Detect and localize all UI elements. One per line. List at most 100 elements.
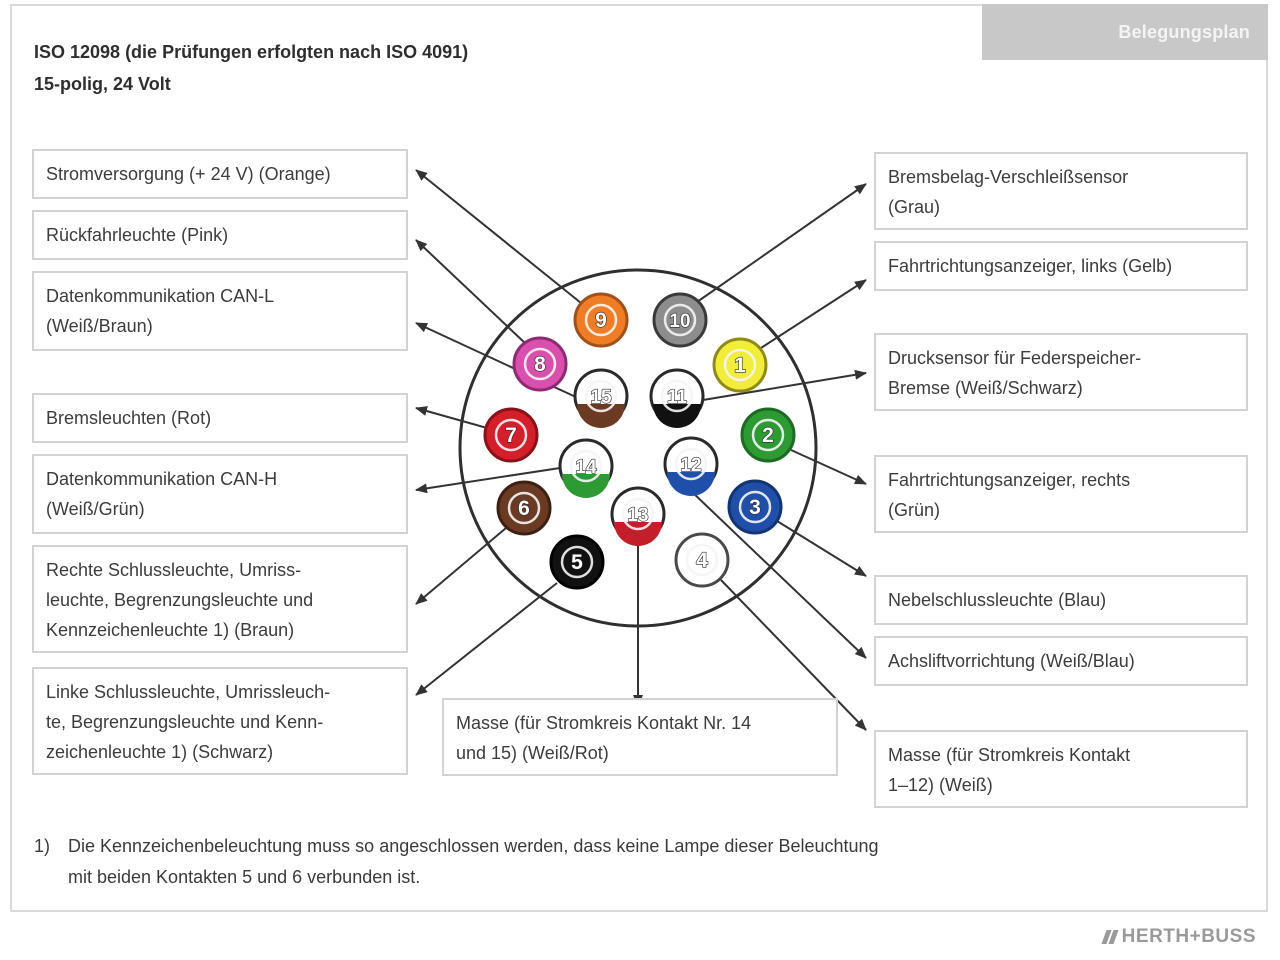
pin-7-socket (494, 418, 528, 452)
pin-8-number: 8 (534, 353, 546, 376)
label-box-pin8: Rückfahrleuchte (Pink) (32, 210, 408, 260)
label-pin6: Rechte Schlussleuchte, Umriss- leuchte, … (46, 560, 314, 640)
pin-10: 10 (652, 292, 708, 348)
pin-2-body (740, 407, 796, 463)
pin-11: 11 (649, 368, 705, 428)
leader-line-pin6 (415, 527, 507, 605)
label-box-pin7: Bremsleuchten (Rot) (32, 393, 408, 443)
brand-name: HERTH+BUSS (1121, 926, 1256, 947)
pin-9-number: 9 (595, 309, 607, 332)
footnote-number: 1) (34, 836, 51, 856)
pin-15-stripe (577, 404, 625, 428)
pin-4: 4 (674, 532, 730, 588)
label-pin14: Datenkommunikation CAN-H (Weiß/Grün) (46, 469, 278, 519)
pin-1-body (712, 337, 768, 393)
pin-12-number: 12 (680, 455, 701, 476)
label-pin10: Bremsbelag-Verschleißsensor (Grau) (888, 167, 1129, 217)
pin-11-socket (660, 379, 694, 413)
pin-11-number: 11 (667, 387, 688, 408)
leader-line-pin9 (415, 169, 582, 304)
label-pin8: Rückfahrleuchte (Pink) (46, 225, 229, 245)
pin-6: 6 (496, 480, 552, 536)
brand-logo: HERTH+BUSS (1102, 926, 1256, 948)
label-pin11: Drucksensor für Federspeicher- Bremse (W… (888, 348, 1142, 398)
leader-line-pin1 (760, 279, 867, 349)
label-box-pin10: Bremsbelag-Verschleißsensor (Grau) (874, 152, 1248, 230)
leader-line-pin5 (415, 582, 558, 696)
pin-14-number: 14 (575, 457, 597, 478)
pin-8: 8 (512, 336, 568, 392)
pin-15-number: 15 (590, 387, 612, 408)
pin-7-body (483, 407, 539, 463)
label-pin5: Linke Schlussleuchte, Umrissleuch- te, B… (46, 682, 331, 762)
leader-line-pin11 (702, 369, 867, 401)
leader-line-pin10 (696, 183, 867, 303)
label-box-pin9: Stromversorgung (+ 24 V) (Orange) (32, 149, 408, 199)
label-pin7: Bremsleuchten (Rot) (46, 408, 212, 428)
leader-line-pin7 (415, 406, 488, 429)
brand-mark-icon (1102, 930, 1118, 944)
pin-13: 13 (610, 486, 666, 546)
leader-line-pin8 (415, 239, 527, 345)
label-box-pin3: Nebelschlussleuchte (Blau) (874, 575, 1248, 625)
pin-11-stripe (653, 404, 701, 428)
spec-heading: 15-polig, 24 Volt (34, 74, 171, 94)
leader-line-pin3 (776, 520, 867, 577)
label-pin4: Masse (für Stromkreis Kontakt 1–12) (Wei… (888, 745, 1131, 795)
pin-15: 15 (573, 368, 629, 428)
label-box-pin13: Masse (für Stromkreis Kontakt Nr. 14 und… (442, 698, 838, 776)
pin-5-body (549, 534, 605, 590)
pin-6-socket (507, 491, 541, 525)
pin-7: 7 (483, 407, 539, 463)
pin-3-body (727, 479, 783, 535)
leader-lines (415, 169, 867, 731)
pin-13-stripe (614, 522, 662, 546)
pin-10-body (652, 292, 708, 348)
pin-13-number: 13 (627, 505, 648, 526)
label-pin15: Datenkommunikation CAN-L (Weiß/Braun) (46, 286, 275, 336)
label-box-pin4: Masse (für Stromkreis Kontakt 1–12) (Wei… (874, 730, 1248, 808)
pin-5-number: 5 (571, 551, 583, 574)
leader-line-pin12 (690, 490, 867, 659)
pin-14-socket (569, 449, 603, 483)
pin-9-body (573, 292, 629, 348)
pin-8-body (512, 336, 568, 392)
label-box-pin1: Fahrtrichtungsanzeiger, links (Gelb) (874, 241, 1248, 291)
pin-1-socket (723, 348, 757, 382)
pin-2-number: 2 (762, 424, 774, 447)
label-box-pin11: Drucksensor für Federspeicher- Bremse (W… (874, 333, 1248, 411)
pin-3-socket (738, 490, 772, 524)
pin-9-socket (584, 303, 618, 337)
section-tab: Belegungsplan (982, 4, 1268, 60)
pin-14-stripe (562, 474, 610, 498)
pin-2-socket (751, 418, 785, 452)
pin-4-number: 4 (696, 549, 708, 572)
label-box-pin15: Datenkommunikation CAN-L (Weiß/Braun) (32, 271, 408, 351)
leader-line-pin4 (720, 579, 867, 731)
leader-line-pin2 (790, 449, 867, 485)
label-box-pin6: Rechte Schlussleuchte, Umriss- leuchte, … (32, 545, 408, 653)
pin-12-socket (674, 447, 708, 481)
pin-14: 14 (558, 438, 614, 498)
pin-8-socket (523, 347, 557, 381)
leader-line-pin14 (415, 467, 561, 494)
pin-13-socket (621, 497, 655, 531)
label-pin12: Achsliftvorrichtung (Weiß/Blau) (888, 651, 1135, 671)
standard-heading: ISO 12098 (die Prüfungen erfolgten nach … (34, 42, 469, 62)
pin-12-stripe (667, 472, 715, 496)
pin-15-socket (584, 379, 618, 413)
pin-5-socket (560, 545, 594, 579)
pin-9: 9 (573, 292, 629, 348)
label-box-pin12: Achsliftvorrichtung (Weiß/Blau) (874, 636, 1248, 686)
label-box-pin5: Linke Schlussleuchte, Umrissleuch- te, B… (32, 667, 408, 775)
pin-7-number: 7 (505, 424, 517, 447)
label-pin3: Nebelschlussleuchte (Blau) (888, 590, 1107, 610)
pin-3-number: 3 (749, 496, 761, 519)
pin-6-number: 6 (518, 497, 530, 520)
label-pin2: Fahrtrichtungsanzeiger, rechts (Grün) (888, 470, 1131, 520)
pin-10-socket (663, 303, 697, 337)
pin-4-socket (685, 543, 719, 577)
label-box-pin14: Datenkommunikation CAN-H (Weiß/Grün) (32, 454, 408, 534)
